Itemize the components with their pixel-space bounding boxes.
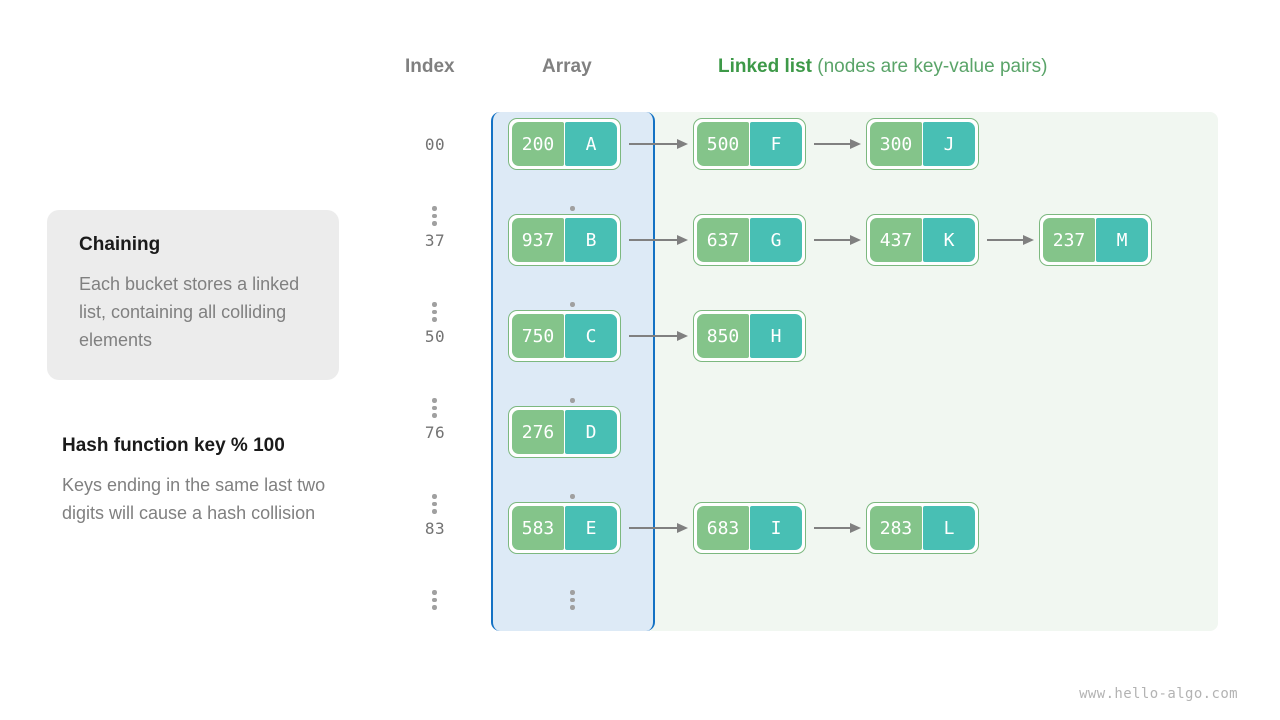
next-pointer-arrow-icon	[621, 329, 693, 343]
node-key: 850	[697, 314, 749, 358]
node-value: K	[923, 218, 975, 262]
node-value: L	[923, 506, 975, 550]
next-pointer-arrow-icon	[621, 521, 693, 535]
node-key: 683	[697, 506, 749, 550]
column-headers: Index Array Linked list (nodes are key-v…	[0, 56, 1280, 86]
hash-function-note: Hash function key % 100 Keys ending in t…	[62, 435, 362, 527]
node-key: 437	[870, 218, 922, 262]
next-pointer-arrow-icon	[806, 521, 866, 535]
node-value: I	[750, 506, 802, 550]
ellipsis-index-2	[432, 398, 437, 418]
chaining-info-card: Chaining Each bucket stores a linked lis…	[47, 210, 339, 380]
node-value: E	[565, 506, 617, 550]
ellipsis-index-1	[432, 302, 437, 322]
node-key: 237	[1043, 218, 1095, 262]
bucket-index-label: 37	[424, 230, 446, 250]
node-key: 750	[512, 314, 564, 358]
header-linked-list-rest: (nodes are key-value pairs)	[811, 56, 1048, 77]
node-key: 200	[512, 122, 564, 166]
node-key: 500	[697, 122, 749, 166]
bucket-index-label: 76	[424, 422, 446, 442]
node-value: M	[1096, 218, 1148, 262]
ellipsis-index-3	[432, 494, 437, 514]
header-index: Index	[405, 56, 455, 77]
ellipsis-array-4	[570, 590, 575, 610]
site-watermark: www.hello-algo.com	[1079, 686, 1238, 702]
next-pointer-arrow-icon	[621, 137, 693, 151]
node-value: G	[750, 218, 802, 262]
hash-function-body: Keys ending in the same last two digits …	[62, 475, 326, 523]
node-key: 637	[697, 218, 749, 262]
chaining-card-title: Chaining	[79, 234, 161, 255]
next-pointer-arrow-icon	[806, 137, 866, 151]
node-key: 583	[512, 506, 564, 550]
header-linked-list: Linked list (nodes are key-value pairs)	[718, 56, 1047, 78]
chaining-card-body: Each bucket stores a linked list, contai…	[79, 274, 300, 350]
node-value: H	[750, 314, 802, 358]
next-pointer-arrow-icon	[806, 233, 866, 247]
bucket-index-label: 83	[424, 518, 446, 538]
next-pointer-arrow-icon	[979, 233, 1039, 247]
node-key: 283	[870, 506, 922, 550]
ellipsis-index-4	[432, 590, 437, 610]
ellipsis-index-0	[432, 206, 437, 226]
header-linked-list-strong: Linked list	[718, 56, 812, 77]
node-value: F	[750, 122, 802, 166]
node-value: A	[565, 122, 617, 166]
next-pointer-arrow-icon	[621, 233, 693, 247]
header-array: Array	[542, 56, 592, 77]
node-key: 300	[870, 122, 922, 166]
node-value: B	[565, 218, 617, 262]
node-value: C	[565, 314, 617, 358]
node-key: 276	[512, 410, 564, 454]
node-key: 937	[512, 218, 564, 262]
node-value: D	[565, 410, 617, 454]
bucket-index-label: 50	[424, 326, 446, 346]
node-value: J	[923, 122, 975, 166]
hash-function-title: Hash function key % 100	[62, 435, 285, 456]
bucket-index-label: 00	[424, 134, 446, 154]
